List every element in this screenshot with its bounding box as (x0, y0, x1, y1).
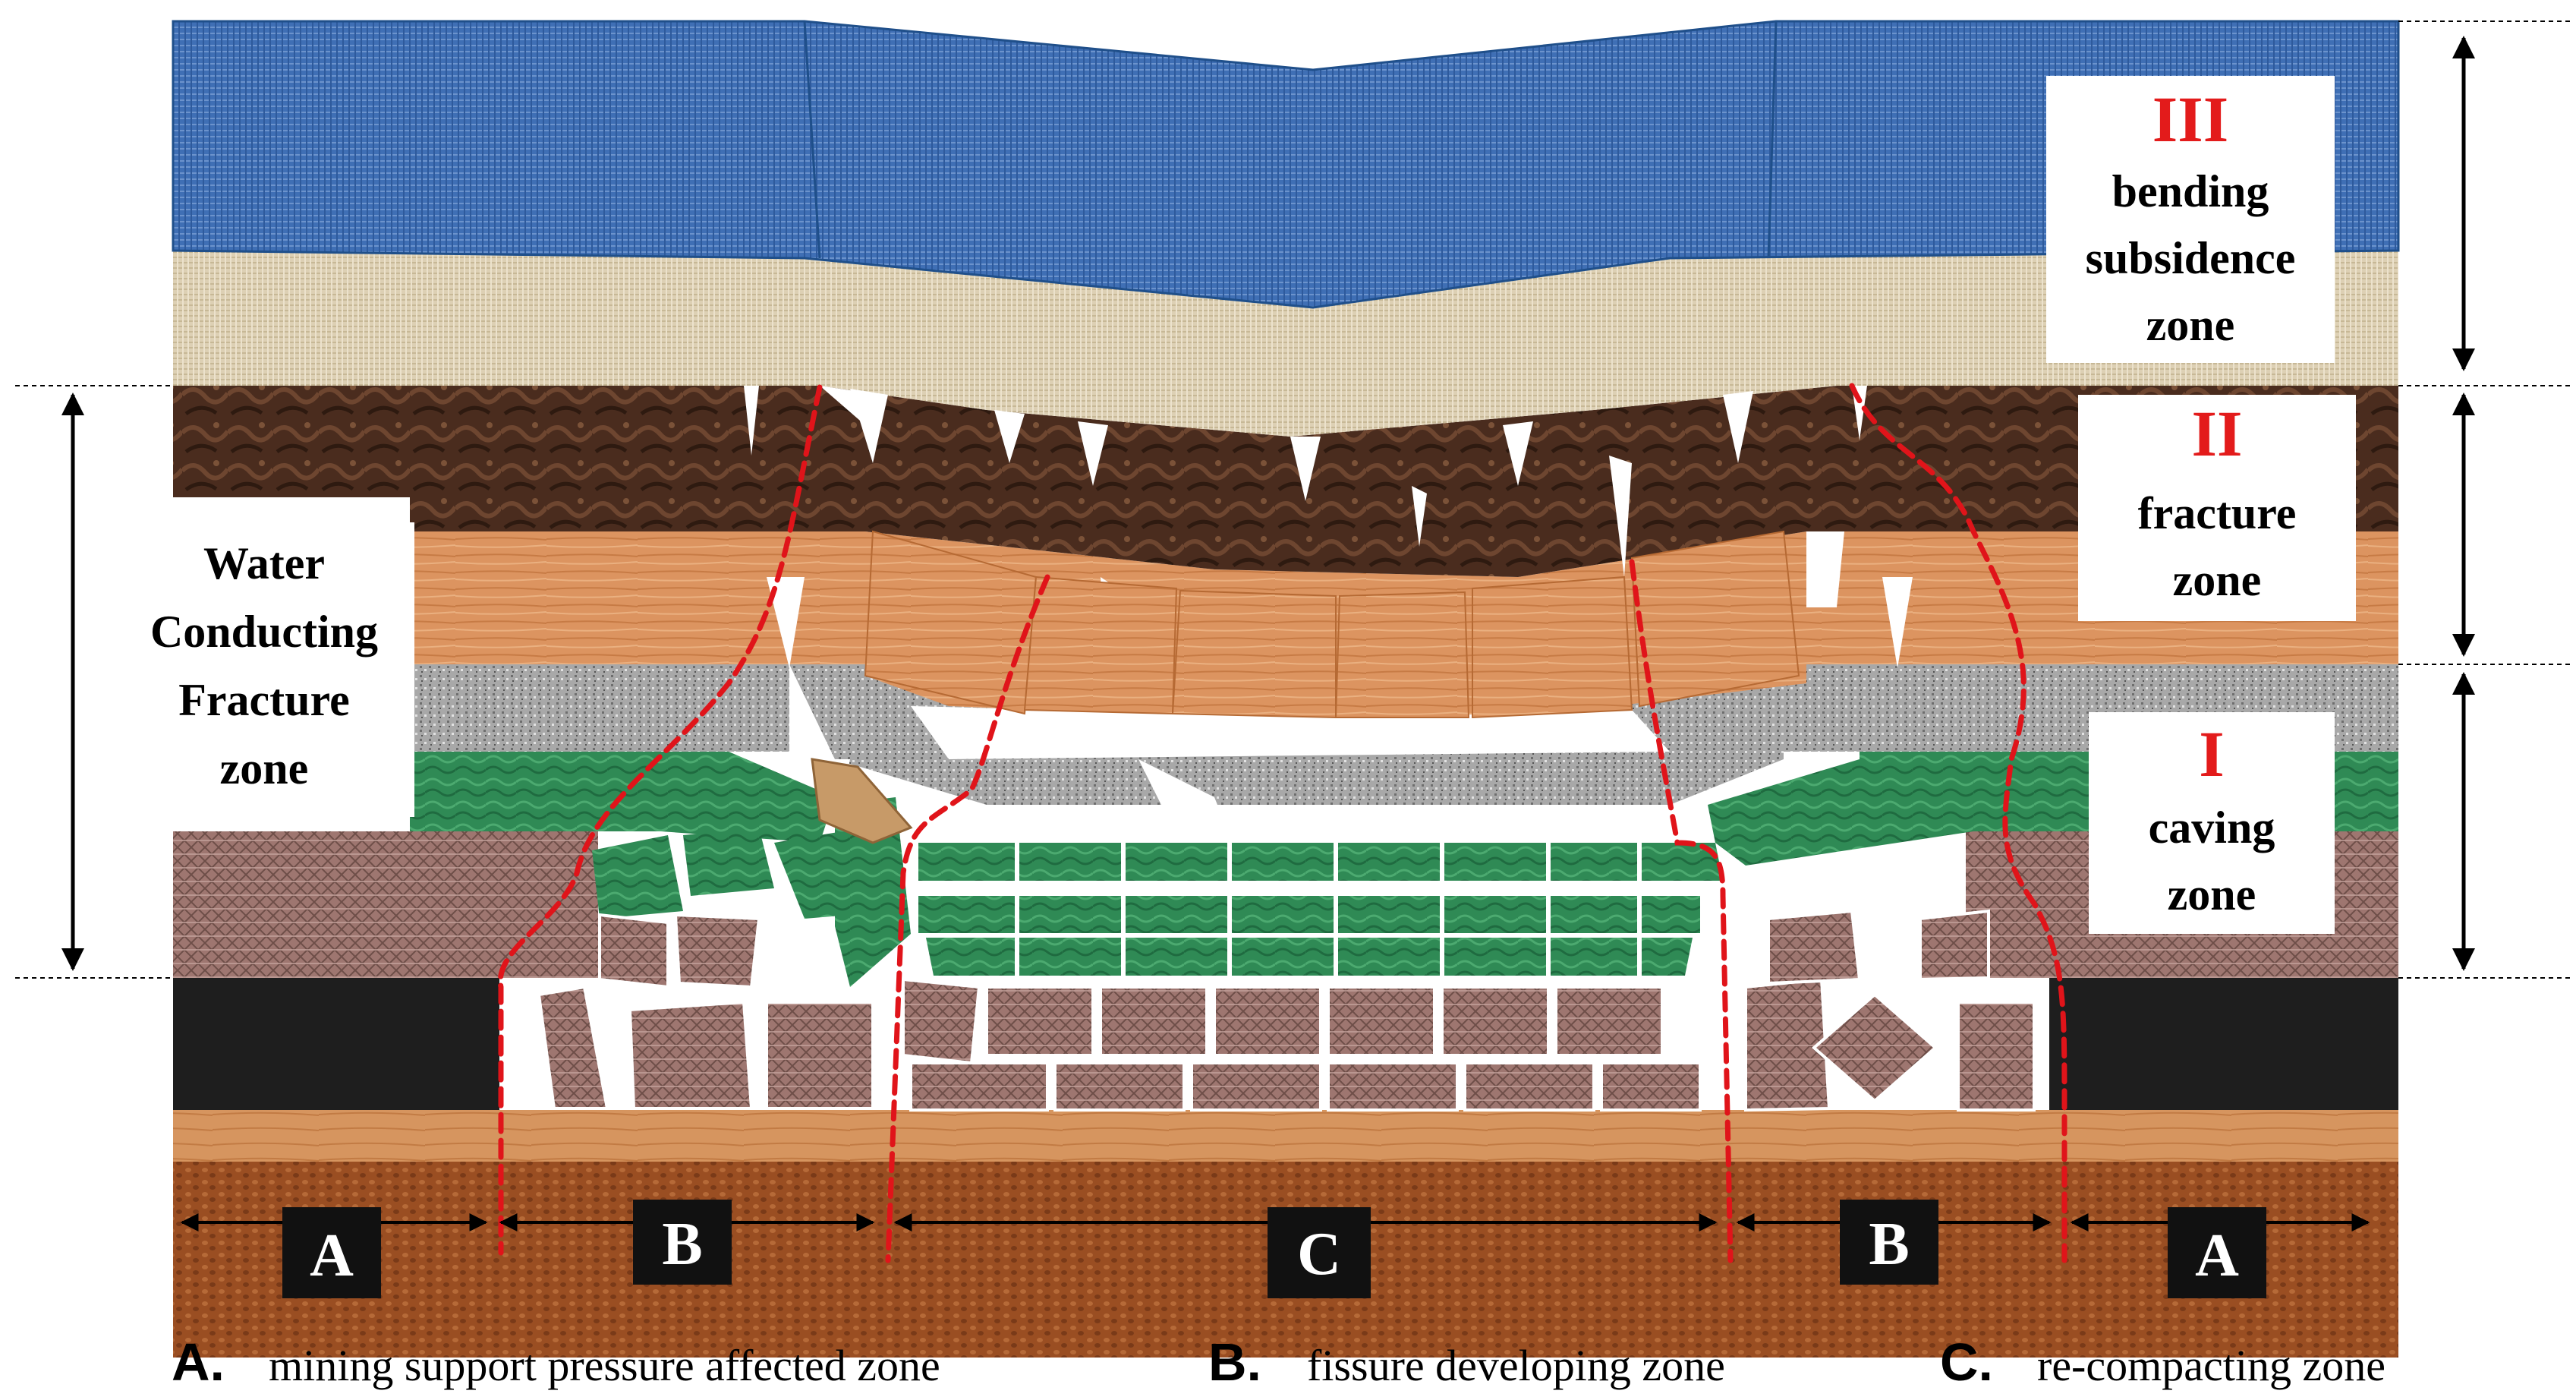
segment-labels: A B C B A (282, 1200, 2266, 1298)
segment-letter-b-left: B (662, 1211, 702, 1278)
caved-green-blocks (592, 752, 1973, 987)
zone-numeral-fracture: II (2192, 397, 2243, 470)
zone-text-caving-2: zone (2168, 869, 2256, 919)
zone-text-caving-1: caving (2149, 803, 2275, 853)
zone-text-fracture-2: zone (2173, 555, 2262, 605)
dark-rock-layer (173, 386, 2398, 577)
aquifer-layer (172, 20, 2400, 309)
coal-seam-right (2049, 978, 2398, 1110)
segment-letter-a-right: A (2195, 1222, 2239, 1289)
legend-letter-a: A. (172, 1332, 225, 1392)
legend-letter-c: C. (1940, 1332, 1993, 1392)
zone-numeral-bending: III (2152, 83, 2228, 156)
fracture-boundary-lines (497, 383, 2067, 1263)
segment-box-b-left (633, 1200, 732, 1285)
floor-sandstone-layer (173, 1110, 2398, 1162)
sand-layer (173, 251, 2398, 437)
zone-label-water-conducting: Water Conducting Fracture zone (114, 522, 414, 817)
legend-text-c: re-compacting zone (2037, 1341, 2385, 1390)
zone-text-wcf-1: Water (203, 538, 325, 588)
zone-text-wcf-4: zone (220, 743, 309, 793)
segment-box-a-left (282, 1207, 381, 1298)
zone-label-bending: III bending subsidence zone (2046, 76, 2335, 363)
legend-text-b: fissure developing zone (1307, 1341, 1725, 1390)
zone-text-wcf-3: Fracture (178, 675, 349, 725)
legend: A. mining support pressure affected zone… (172, 1332, 2385, 1392)
zone-text-bending-3: zone (2146, 300, 2235, 350)
segment-letter-a-left: A (310, 1222, 354, 1289)
segment-box-c (1268, 1207, 1371, 1298)
legend-letter-b: B. (1208, 1332, 1261, 1392)
segment-letter-b-right: B (1869, 1211, 1909, 1278)
falling-rock (811, 758, 913, 844)
mudstone-layer-left (173, 831, 598, 978)
segment-box-a-right (2168, 1207, 2266, 1298)
zone-text-bending-2: subsidence (2086, 233, 2296, 283)
zone-numeral-caving: I (2199, 717, 2224, 790)
zone-extent-arrows (61, 36, 2475, 971)
caved-sandstone-blocks (864, 530, 1800, 719)
zone-extent-guides (15, 20, 2573, 979)
zone-label-fracture: II fracture zone (2078, 395, 2356, 621)
segment-letter-c: C (1297, 1221, 1341, 1288)
caved-mudstone-blocks (537, 909, 2036, 1112)
gravel-layer-left (410, 664, 789, 752)
coal-seam-left (173, 978, 499, 1110)
zone-text-fracture-1: fracture (2138, 488, 2297, 538)
segment-box-b-right (1840, 1200, 1938, 1285)
zone-text-bending-1: bending (2112, 166, 2269, 216)
zone-text-wcf-2: Conducting (150, 607, 378, 657)
legend-text-a: mining support pressure affected zone (269, 1341, 940, 1390)
zone-label-caving: I caving zone (2089, 712, 2335, 934)
